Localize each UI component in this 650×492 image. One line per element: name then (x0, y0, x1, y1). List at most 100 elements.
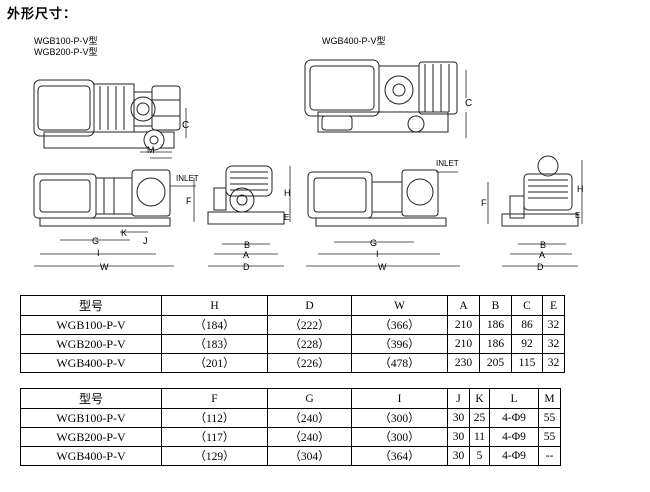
dim-letter-I: I (97, 248, 100, 258)
large-side-view: INLET G I W (306, 159, 460, 272)
table-cell: （364） (351, 446, 448, 466)
table-cell: （226） (267, 353, 352, 373)
small-top-view: WGB100-P-V型 WGB200-P-V型 C M (33, 36, 189, 159)
table-cell: 55 (538, 427, 561, 447)
table-cell: WGB100-P-V (20, 408, 162, 428)
dim-letter-M: M (147, 145, 155, 155)
dim-letter-C-large: C (465, 98, 472, 109)
table-cell: 4-Φ9 (489, 446, 539, 466)
table-cell: 25 (469, 408, 490, 428)
table-cell: 115 (511, 353, 543, 373)
dim-letter-J: J (143, 236, 148, 246)
table-row: WGB100-P-V （112） （240） （300） 30 25 4-Φ9 … (20, 408, 561, 428)
header-cell: K (469, 388, 490, 409)
table-cell: 32 (542, 334, 565, 354)
table-cell: （117） (161, 427, 268, 447)
table-cell: 32 (542, 315, 565, 335)
table-cell: WGB400-P-V (20, 446, 162, 466)
dim-letter-D: D (243, 262, 250, 272)
table-cell: WGB400-P-V (20, 353, 162, 373)
table-cell: （366） (351, 315, 448, 335)
table-row: WGB200-P-V （117） （240） （300） 30 11 4-Φ9 … (20, 427, 561, 447)
table-cell: 230 (447, 353, 480, 373)
page-heading: 外形尺寸： (7, 7, 78, 22)
table-cell: 86 (511, 315, 543, 335)
inlet-label-2: INLET (436, 159, 459, 168)
header-cell: C (511, 295, 543, 316)
large-front-view: F H E B A D (481, 155, 584, 272)
header-cell: 型号 (20, 388, 162, 409)
table-cell: （478） (351, 353, 448, 373)
small-model-label-1: WGB100-P-V型 (34, 36, 98, 46)
table-cell: WGB200-P-V (20, 427, 162, 447)
header-cell: G (267, 388, 352, 409)
dim-letter-W-large: W (378, 262, 387, 272)
table-cell: 186 (479, 315, 512, 335)
dimension-table-1: 型号 H D W A B C E WGB100-P-V （184） （222） … (20, 295, 565, 373)
header-cell: B (479, 295, 512, 316)
dim-letter-G-large: G (370, 238, 377, 248)
table-cell: （396） (351, 334, 448, 354)
header-cell: M (538, 388, 561, 409)
table-cell: 11 (469, 427, 490, 447)
table-row: WGB400-P-V （129） （304） （364） 30 5 4-Φ9 -… (20, 446, 561, 466)
table-cell: 92 (511, 334, 543, 354)
table-cell: 30 (447, 408, 470, 428)
table-cell: 4-Φ9 (489, 408, 539, 428)
table-cell: WGB200-P-V (20, 334, 162, 354)
large-model-label: WGB400-P-V型 (322, 36, 386, 46)
table-cell: （183） (161, 334, 268, 354)
table-cell: （304） (267, 446, 352, 466)
dimension-table-2: 型号 F G I J K L M WGB100-P-V （112） （240） … (20, 388, 561, 466)
table-cell: （240） (267, 408, 352, 428)
dim-letter-D-large: D (537, 262, 544, 272)
header-cell: H (161, 295, 268, 316)
table-cell: 30 (447, 446, 470, 466)
table-cell: -- (538, 446, 561, 466)
dimension-drawings: WGB100-P-V型 WGB200-P-V型 C M WGB400-P-V型 (33, 36, 584, 272)
dim-letter-A: A (243, 250, 249, 260)
dim-letter-B: B (244, 240, 250, 250)
table-cell: 30 (447, 427, 470, 447)
table-cell: （300） (351, 408, 448, 428)
small-side-view: INLET G K J I W (33, 169, 199, 272)
dim-letter-B-large: B (540, 240, 546, 250)
header-cell: E (542, 295, 565, 316)
dim-letter-H-large: H (577, 184, 584, 194)
dim-letter-F: F (186, 196, 192, 206)
table-header-row: 型号 F G I J K L M (20, 388, 561, 409)
table-row: WGB400-P-V （201） （226） （478） 230 205 115… (20, 353, 565, 373)
table-cell: WGB100-P-V (20, 315, 162, 335)
dim-letter-G: G (92, 236, 99, 246)
table-cell: （184） (161, 315, 268, 335)
table-cell: 32 (542, 353, 565, 373)
table-cell: 210 (447, 315, 480, 335)
header-cell: A (447, 295, 480, 316)
table-cell: （240） (267, 427, 352, 447)
dim-letter-E: E (284, 213, 289, 222)
header-cell: L (489, 388, 539, 409)
header-cell: W (351, 295, 448, 316)
dim-letter-I-large: I (376, 249, 379, 259)
small-model-label-2: WGB200-P-V型 (34, 47, 98, 57)
table-cell: （228） (267, 334, 352, 354)
header-cell: J (447, 388, 470, 409)
table-cell: 186 (479, 334, 512, 354)
table-cell: 55 (538, 408, 561, 428)
dim-letter-E-large: E (575, 211, 580, 220)
dim-letter-H: H (284, 188, 291, 198)
table-row: WGB100-P-V （184） （222） （366） 210 186 86 … (20, 315, 565, 335)
table-cell: 210 (447, 334, 480, 354)
table-cell: 5 (469, 446, 490, 466)
header-cell: 型号 (20, 295, 162, 316)
inlet-label-1: INLET (176, 174, 199, 183)
table-cell: （201） (161, 353, 268, 373)
small-front-view: F H E B A D (186, 165, 291, 272)
dim-letter-C: C (182, 120, 189, 131)
dim-letter-A-large: A (539, 250, 545, 260)
table-cell: （222） (267, 315, 352, 335)
header-cell: F (161, 388, 268, 409)
table-row: WGB200-P-V （183） （228） （396） 210 186 92 … (20, 334, 565, 354)
header-cell: I (351, 388, 448, 409)
dim-letter-K: K (121, 228, 127, 238)
